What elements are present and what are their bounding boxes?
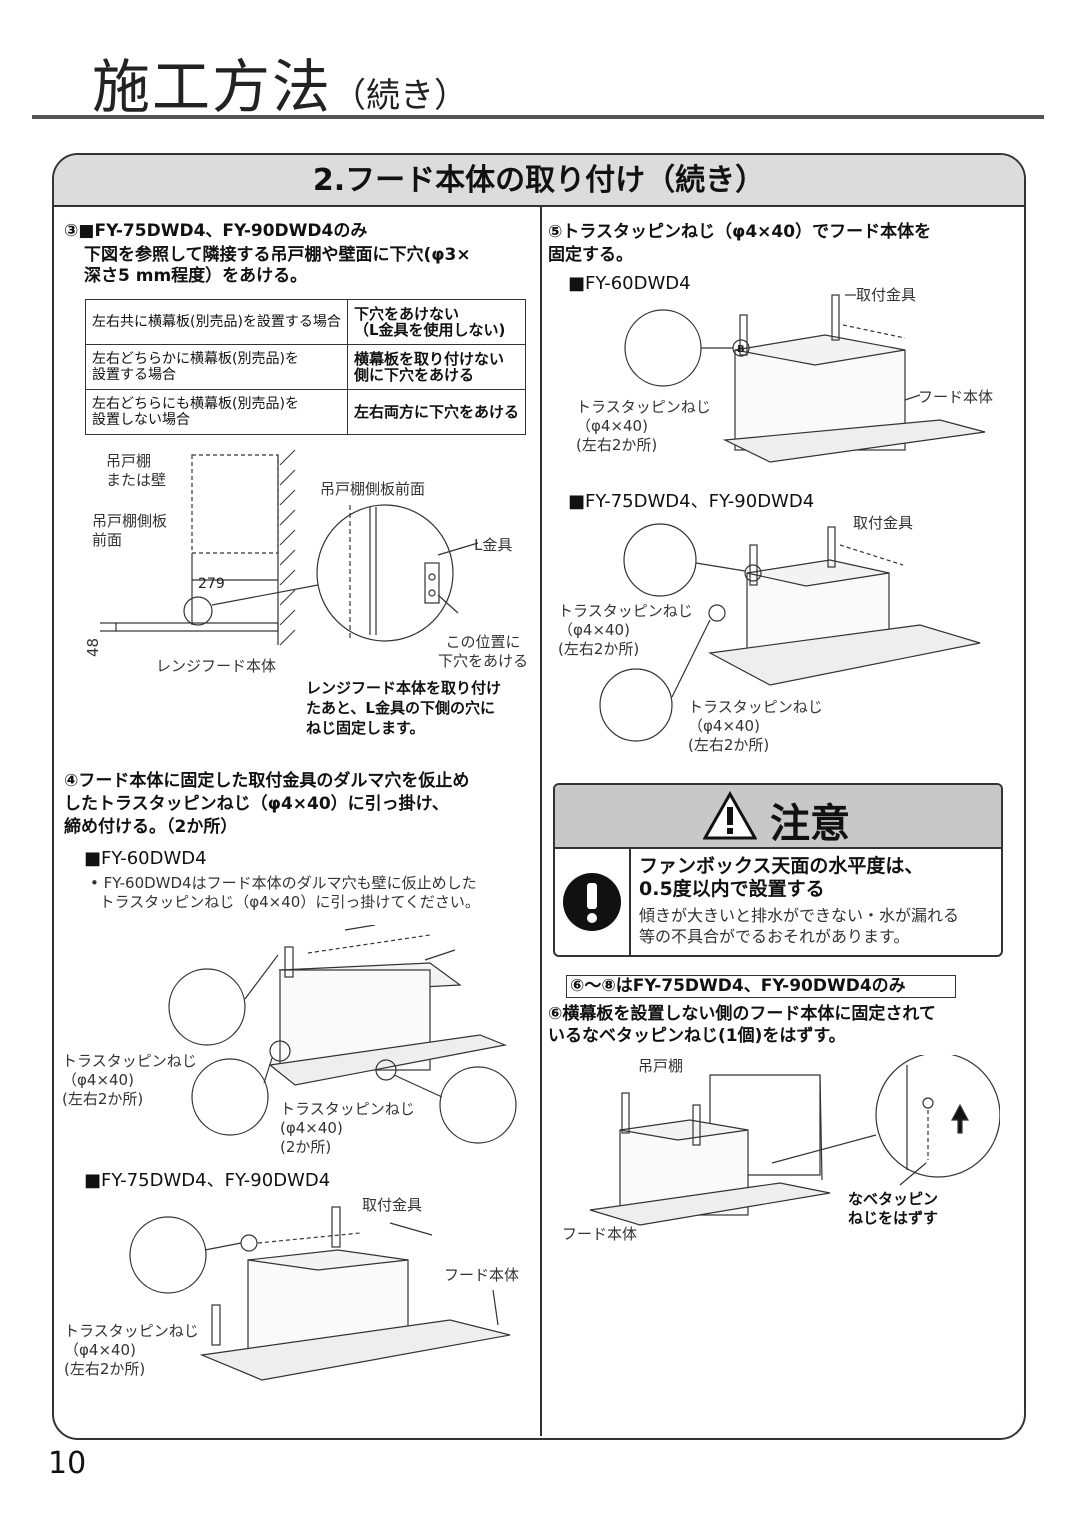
label-l-bracket: L金具 — [474, 536, 513, 554]
title-rule — [32, 115, 1044, 119]
caution-box: 注意 ファンボックス天面の水平度は、 0.5度以内で設置する 傾きが大きいと排水… — [553, 783, 1003, 957]
step4-bullet: • FY-60DWD4はフード本体のダルマ穴も壁に仮止めした トラスタッピンねじ… — [90, 874, 480, 911]
dim-48: 48 — [84, 637, 103, 658]
step6-fig-cabinet: 吊戸棚 — [638, 1057, 684, 1075]
step6-note: ⑥〜⑧はFY-75DWD4、FY-90DWD4のみ — [570, 976, 906, 996]
condition-table: 左右共に横幕板(別売品)を設置する場合 下穴をあけない （L金具を使用しない) … — [85, 299, 526, 435]
table-row: 左右共に横幕板(別売品)を設置する場合 下穴をあけない （L金具を使用しない) — [85, 299, 526, 345]
table-cell: 左右どちらにも横幕板(別売品)を 設置しない場合 — [85, 389, 348, 435]
table-cell: 左右どちらかに横幕板(別売品)を 設置する場合 — [85, 344, 348, 390]
caution-word: 注意 — [770, 801, 850, 847]
table-cell: 下穴をあけない （L金具を使用しない) — [346, 299, 526, 345]
step5-head: ⑤トラスタッピンねじ（φ4×40）でフード本体を 固定する。 — [548, 222, 932, 265]
step4-diagram-a — [168, 925, 517, 1144]
step4-fig-b-hood: フード本体 — [444, 1266, 520, 1284]
dim-279: 279 — [198, 576, 225, 592]
step5-model-a: ■FY-60DWD4 — [568, 273, 691, 294]
section-frame: 2.フード本体の取り付け（続き） — [52, 153, 1026, 1440]
page-title: 施工方法（続き） — [92, 53, 469, 121]
page-title-suffix: （続き） — [332, 76, 469, 116]
step4-head: ④フード本体に固定した取付金具のダルマ穴を仮止め したトラスタッピンねじ（φ4×… — [64, 771, 470, 837]
section-heading: 2.フード本体の取り付け（続き） — [54, 155, 1024, 207]
step5-fig-b-bracket: 取付金具 — [853, 514, 914, 532]
table-cell: 左右共に横幕板(別売品)を設置する場合 — [85, 299, 348, 345]
step5-fig-a-screw: トラスタッピンねじ （φ4×40) (左右2か所) — [576, 398, 711, 454]
label-hood-body: レンジフード本体 — [156, 657, 277, 675]
column-divider — [540, 205, 542, 1436]
step4-model-a: ■FY-60DWD4 — [84, 848, 207, 869]
applicability-note-box — [566, 975, 956, 998]
step3-diagram: 279 — [100, 449, 479, 646]
page-number: 10 — [48, 1446, 87, 1481]
caution-icon-cell — [555, 849, 631, 955]
step4-fig-b-screw: トラスタッピンねじ （φ4×40) (左右2か所) — [64, 1322, 199, 1378]
step5-diagram-b — [599, 523, 981, 742]
step4-fig-a-screw2: トラスタッピンねじ (φ4×40) (2か所) — [280, 1100, 415, 1156]
step4-fig-b-bracket: 取付金具 — [362, 1196, 423, 1214]
label-side-front: 吊戸棚側板 前面 — [92, 512, 168, 549]
step4-model-b: ■FY-75DWD4、FY-90DWD4 — [84, 1170, 331, 1191]
step6-diagram — [589, 1055, 1000, 1226]
step4-diagram-b — [129, 1206, 511, 1381]
step5-fig-b-screw2: トラスタッピンねじ （φ4×40) (左右2か所) — [688, 698, 823, 754]
table-cell: 横幕板を取り付けない 側に下穴をあける — [346, 344, 526, 390]
caution-header: 注意 — [555, 785, 1001, 849]
step6-head: ⑥横幕板を設置しない側のフード本体に固定されて いるなベタッピンねじ(1個)をは… — [548, 1004, 936, 1046]
step3-note: レンジフード本体を取り付け たあと、L金具の下側の穴に ねじ固定します。 — [306, 679, 502, 737]
callout-b: B — [737, 344, 745, 355]
step4-fig-a-screw1: トラスタッピンねじ （φ4×40) (左右2か所) — [62, 1052, 197, 1108]
step6-fig-hood: フード本体 — [562, 1225, 638, 1243]
table-row: 左右どちらにも横幕板(別売品)を 設置しない場合 左右両方に下穴をあける — [85, 389, 526, 435]
caution-main: ファンボックス天面の水平度は、 0.5度以内で設置する — [639, 855, 924, 900]
warning-triangle-icon — [703, 791, 757, 840]
label-cabinet-wall: 吊戸棚 または壁 — [106, 452, 167, 489]
step5-diagram-a: B — [624, 294, 986, 463]
table-row: 左右どちらかに横幕板(別売品)を 設置する場合 横幕板を取り付けない 側に下穴を… — [85, 344, 526, 390]
step3-body: 下図を参照して隣接する吊戸棚や壁面に下穴(φ3× 深さ5 mm程度）をあける。 — [84, 245, 471, 286]
label-side-front-zoom: 吊戸棚側板前面 — [320, 480, 426, 498]
step5-fig-b-screw1: トラスタッピンねじ （φ4×40) (左右2か所) — [558, 602, 693, 658]
table-cell: 左右両方に下穴をあける — [346, 389, 526, 435]
step3-head: ③■FY-75DWD4、FY-90DWD4のみ — [64, 221, 368, 241]
step5-fig-a-hood: フード本体 — [918, 388, 994, 406]
caution-sub: 傾きが大きいと排水ができない・水が漏れる 等の不具合がでるおそれがあります。 — [639, 906, 960, 946]
step5-model-b: ■FY-75DWD4、FY-90DWD4 — [568, 491, 815, 512]
exclamation-icon — [563, 873, 621, 931]
step5-fig-a-bracket: 取付金具 — [856, 286, 917, 304]
step6-fig-remove: なベタッピン ねじをはずす — [848, 1190, 939, 1227]
label-hole-here: この位置に 下穴をあける — [438, 633, 529, 670]
